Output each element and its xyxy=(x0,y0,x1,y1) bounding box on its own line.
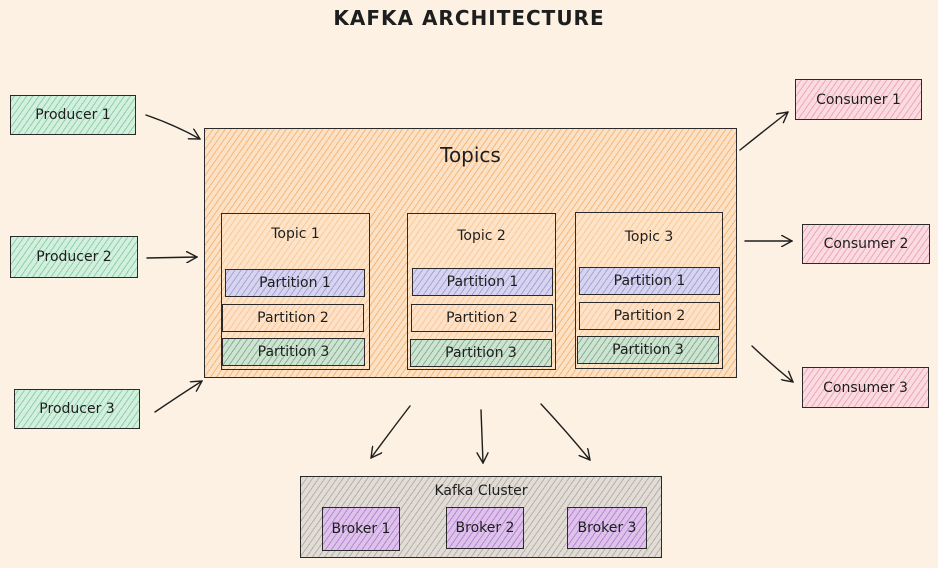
producer-1-box: Producer 1 xyxy=(10,95,136,135)
topics-container-label: Topics xyxy=(440,143,501,167)
topic-3-partition-2-label: Partition 2 xyxy=(613,308,686,324)
arrow-producer-2-to-topics xyxy=(146,257,197,258)
consumer-3-box: Consumer 3 xyxy=(802,367,929,408)
topic-1-partition-1: Partition 1 xyxy=(225,269,365,297)
topic-2-partition-2: Partition 2 xyxy=(411,304,553,332)
arrow-topics-to-cluster-left xyxy=(371,405,411,458)
consumer-2-label: Consumer 2 xyxy=(823,236,909,252)
arrow-producer-3-to-topics xyxy=(154,381,202,413)
broker-1-box: Broker 1 xyxy=(322,507,400,551)
topic-2-partition-2-label: Partition 2 xyxy=(446,310,518,326)
broker-3-label: Broker 3 xyxy=(577,520,637,536)
topic-1-partition-2-label: Partition 2 xyxy=(257,310,329,326)
topic-2-partition-3: Partition 3 xyxy=(410,339,552,367)
topic-3-partition-1: Partition 1 xyxy=(579,267,720,295)
consumer-1-label: Consumer 1 xyxy=(816,91,901,108)
broker-3-box: Broker 3 xyxy=(567,507,647,549)
producer-3-label: Producer 3 xyxy=(39,401,115,417)
arrow-producer-1-to-topics xyxy=(145,114,200,139)
diagram-title: KAFKA ARCHITECTURE xyxy=(333,6,605,30)
producer-3-box: Producer 3 xyxy=(14,389,140,429)
arrow-topics-to-consumer-1 xyxy=(739,112,788,151)
topic-3-label: Topic 3 xyxy=(624,229,674,245)
topic-3-partition-2: Partition 2 xyxy=(579,302,720,330)
arrow-topics-to-cluster-right xyxy=(540,403,590,460)
consumer-2-box: Consumer 2 xyxy=(802,224,930,264)
topic-1-label: Topic 1 xyxy=(271,226,320,242)
consumer-3-label: Consumer 3 xyxy=(823,379,908,396)
broker-2-label: Broker 2 xyxy=(455,520,515,536)
topic-2-partition-1-label: Partition 1 xyxy=(446,274,519,290)
topic-1-partition-3-label: Partition 3 xyxy=(257,344,330,360)
topic-3-partition-3-label: Partition 3 xyxy=(612,342,684,358)
consumer-1-box: Consumer 1 xyxy=(795,79,922,120)
broker-2-box: Broker 2 xyxy=(446,507,524,549)
topic-3-partition-3: Partition 3 xyxy=(577,336,719,364)
arrow-topics-to-cluster-center xyxy=(481,409,483,463)
broker-1-label: Broker 1 xyxy=(331,521,391,537)
producer-2-label: Producer 2 xyxy=(36,249,112,265)
arrow-topics-to-consumer-3 xyxy=(751,345,793,382)
producer-2-box: Producer 2 xyxy=(10,236,138,278)
topic-2-label: Topic 2 xyxy=(457,228,506,244)
topic-2-partition-1: Partition 1 xyxy=(412,268,553,296)
topic-2-partition-3-label: Partition 3 xyxy=(445,345,517,361)
topic-1-partition-1-label: Partition 1 xyxy=(259,275,331,291)
topic-1-partition-3: Partition 3 xyxy=(222,338,365,366)
topic-1-partition-2: Partition 2 xyxy=(222,304,364,332)
topic-3-partition-1-label: Partition 1 xyxy=(613,273,686,289)
kafka-cluster-label: Kafka Cluster xyxy=(434,483,528,499)
producer-1-label: Producer 1 xyxy=(35,107,111,123)
